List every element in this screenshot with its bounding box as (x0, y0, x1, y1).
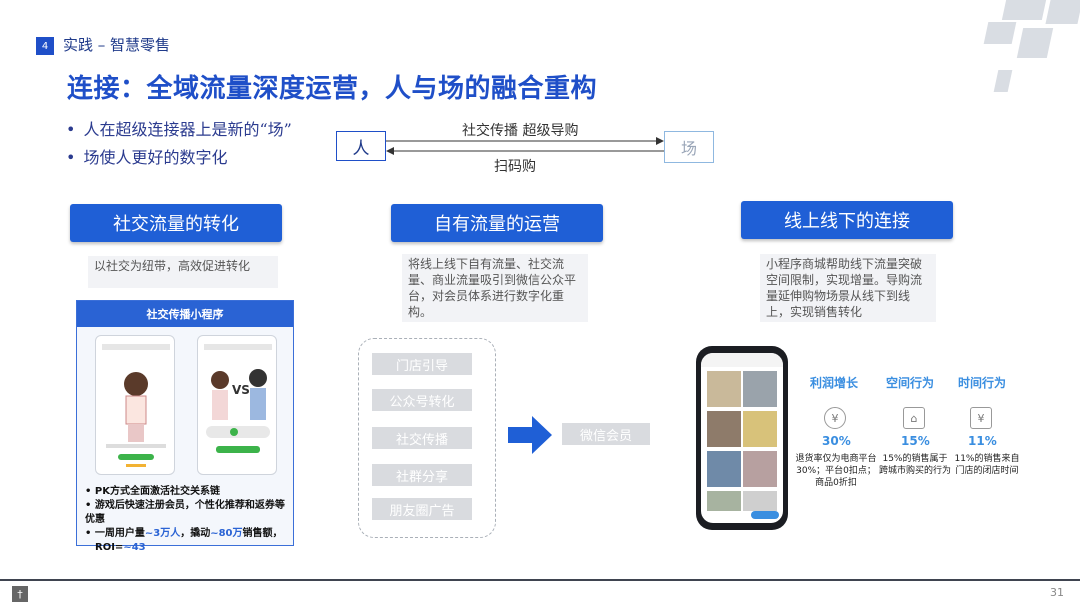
relation-top-label: 社交传播 超级导购 (462, 123, 579, 139)
card-heading: 社交传播小程序 (77, 301, 293, 327)
section-label: 实践 – 智慧零售 (63, 36, 171, 54)
note-line: • 游戏后快速注册会员，个性化推荐和返券等优惠 (85, 500, 285, 525)
bullet-item: 人在超级连接器上是新的“场” (66, 116, 291, 144)
phone-mockup (696, 346, 788, 530)
store-yuan-icon: ¥ (970, 407, 992, 429)
corner-decoration (1016, 28, 1054, 58)
channel-tag: 社群分享 (372, 464, 472, 486)
column-header-o2o: 线上线下的连接 (741, 201, 953, 239)
column-desc-o2o: 小程序商城帮助线下流量突破空间限制，实现增量。导购流量延伸购物场景从线下到线上，… (760, 254, 936, 322)
metric-title: 时间行为 (958, 376, 1007, 390)
page-number: 31 (1050, 586, 1064, 599)
corner-decoration (1045, 0, 1080, 24)
metric-desc: 15%的销售属于 跨城市购买的行为 (878, 454, 951, 476)
svg-text:VS: VS (232, 383, 250, 397)
card-notes: • PK方式全面激活社交关系链 • 游戏后快速注册会员，个性化推荐和返券等优惠 … (85, 485, 291, 555)
metric-value: 30% (822, 434, 851, 448)
metric-title: 利润增长 (810, 376, 859, 390)
mini-program-screenshot (95, 335, 175, 475)
column-desc-social: 以社交为纽带，高效促进转化 (88, 256, 278, 288)
metric-title: 空间行为 (886, 376, 935, 390)
page-title: 连接：全域流量深度运营，人与场的融合重构 (67, 74, 598, 104)
relation-bottom-label: 扫码购 (494, 159, 536, 175)
wechat-member-tag: 微信会员 (562, 423, 650, 445)
store-screen-illustration (701, 353, 783, 519)
yuan-icon: ¥ (824, 407, 846, 429)
column-header-social: 社交流量的转化 (70, 204, 282, 242)
channel-group (358, 338, 496, 538)
bullet-list: 人在超级连接器上是新的“场” 场使人更好的数字化 (66, 116, 292, 172)
girl-illustration (102, 344, 170, 467)
place-box: 场 (664, 131, 714, 163)
phone-screen (701, 353, 783, 523)
social-mini-program-card: 社交传播小程序 VS • PK方式全面激活社交关系链 • 游戏后快速注册会员，个… (76, 300, 294, 553)
relation-arrows (386, 137, 664, 155)
bullet-item: 场使人更好的数字化 (66, 144, 292, 172)
section-number-badge: 4 (36, 37, 54, 55)
column-header-owned: 自有流量的运营 (391, 204, 603, 242)
arrow-right-head (656, 137, 664, 145)
house-icon: ⌂ (903, 407, 925, 429)
flow-arrow-icon (508, 416, 552, 454)
company-logo-icon: † (12, 586, 28, 602)
corner-decoration (983, 22, 1017, 44)
note-line: ROI=~43 (95, 542, 146, 553)
metric-desc: 11%的销售来自 门店的闭店时间 (954, 454, 1020, 476)
channel-tag: 公众号转化 (372, 389, 472, 411)
person-box: 人 (336, 131, 386, 161)
metric-value: 15% (901, 434, 930, 448)
column-desc-owned: 将线上线下自有流量、社交流量、商业流量吸引到微信公众平台，对会员体系进行数字化重… (402, 254, 588, 322)
metric-value: 11% (968, 434, 997, 448)
channel-tag: 门店引导 (372, 353, 472, 375)
note-line: • 一周用户量~3万人，撬动~80万销售额， (85, 528, 283, 539)
corner-decoration (1001, 0, 1047, 20)
arrow-left-head (386, 147, 394, 155)
channel-tag: 朋友圈广告 (372, 498, 472, 520)
mini-program-screenshot: VS (197, 335, 277, 475)
note-line: • PK方式全面激活社交关系链 (85, 486, 220, 497)
metric-desc: 退货率仅为电商平台 30%；平台0扣点； 商品0折扣 (795, 454, 877, 488)
pk-illustration: VS (204, 344, 272, 453)
channel-tag: 社交传播 (372, 427, 472, 449)
corner-decoration (993, 70, 1013, 92)
footer-divider (0, 579, 1080, 581)
